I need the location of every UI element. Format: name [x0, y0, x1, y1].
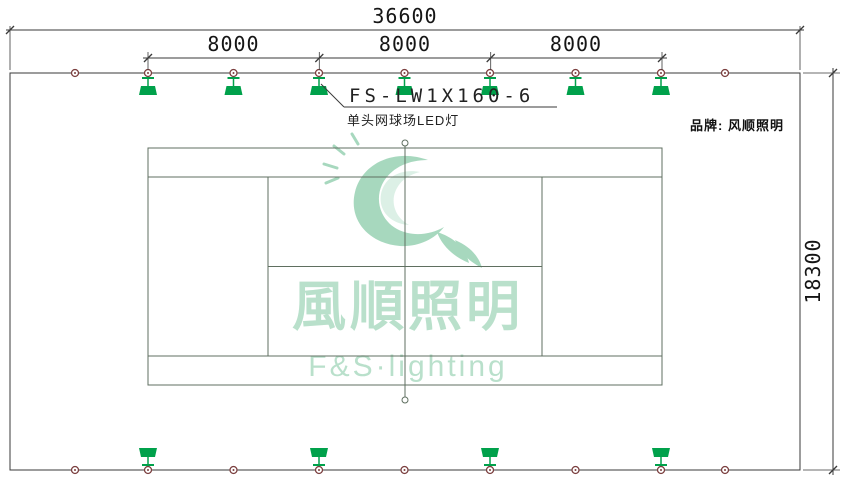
net-post-bottom — [401, 396, 409, 404]
column-ring — [400, 68, 409, 78]
dimension-bays: 8000 8000 8000 — [143, 32, 667, 70]
column-ring — [314, 68, 324, 78]
column-ring — [656, 465, 666, 475]
dim-label-total-width: 36600 — [372, 4, 437, 28]
dim-ticks — [143, 53, 667, 63]
led-fixture-icon — [480, 447, 500, 466]
column-ring — [571, 68, 580, 78]
column-ring — [314, 465, 324, 475]
column-ring — [229, 465, 238, 475]
dim-ticks — [5, 25, 805, 35]
column-ring — [400, 465, 409, 475]
dim-label-bay-1: 8000 — [207, 32, 259, 56]
dim-label-bay-2: 8000 — [379, 32, 431, 56]
column-ring — [70, 465, 80, 475]
column-ring — [70, 68, 80, 78]
logo-english-text: F&S·lighting — [308, 350, 507, 383]
led-fixture-icon — [223, 77, 244, 96]
column-ring — [656, 68, 666, 78]
column-ring — [720, 68, 730, 78]
callout-leader-line — [320, 83, 345, 108]
column-ring — [143, 68, 153, 78]
fixture-model-label: FS-LW1X160-6 — [349, 85, 534, 107]
column-ring — [229, 68, 238, 78]
dim-label-bay-3: 8000 — [550, 32, 602, 56]
dimension-total-width: 36600 — [5, 4, 805, 70]
logo-chinese-text: 風順照明 — [292, 274, 524, 338]
led-fixture-icon — [309, 447, 329, 466]
brand-note: 品牌: 风顺照明 — [690, 118, 784, 133]
column-ring — [485, 68, 495, 78]
brand-logo-watermark: 風順照明 F&S·lighting — [292, 132, 524, 383]
led-fixture-icon — [309, 77, 329, 96]
dim-label-height: 18300 — [801, 238, 825, 303]
column-ring — [571, 465, 580, 475]
light-fixtures-bottom — [138, 447, 671, 466]
net-post-top — [401, 139, 409, 147]
fixture-callout: FS-LW1X160-6 单头网球场LED灯 — [320, 83, 557, 128]
led-fixture-icon — [565, 77, 586, 96]
led-fixture-icon — [138, 447, 158, 466]
column-ring — [143, 465, 153, 475]
led-fixture-icon — [138, 77, 158, 96]
tennis-court — [147, 139, 663, 404]
led-fixture-icon — [651, 447, 671, 466]
dimension-height: 18300 — [801, 68, 840, 475]
logo-rays — [322, 132, 360, 185]
dim-ticks — [828, 68, 838, 475]
column-ring — [720, 465, 730, 475]
logo-swirl-icon — [353, 155, 482, 268]
led-fixture-icon — [651, 77, 671, 96]
column-ring — [485, 465, 495, 475]
fixture-description-label: 单头网球场LED灯 — [347, 113, 459, 128]
